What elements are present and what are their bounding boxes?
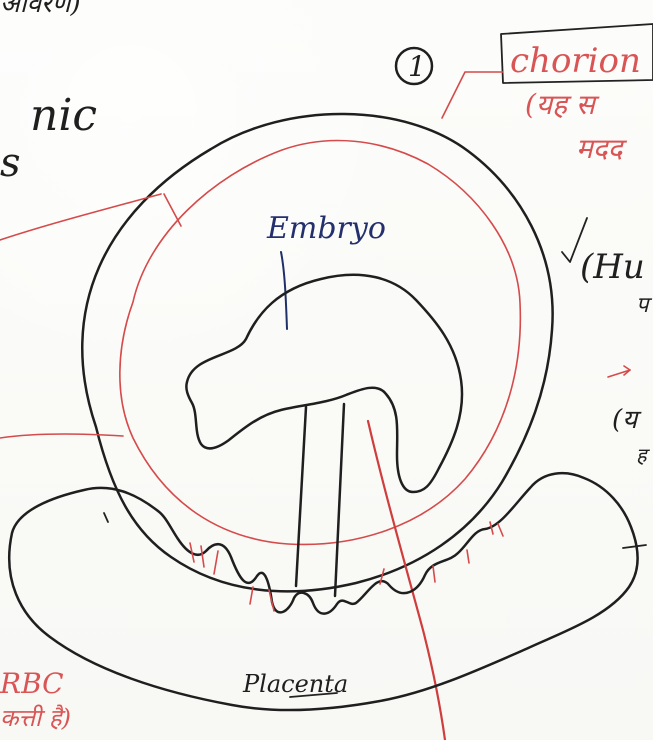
inner-amniotic-membrane xyxy=(120,141,521,545)
human-partial-label: (Hu xyxy=(580,247,645,287)
outer-chorionic-sac xyxy=(82,114,552,591)
embryo-shape xyxy=(186,275,462,492)
left-partial-word-1: nic xyxy=(30,90,97,141)
circled-number: 1 xyxy=(396,48,432,84)
hindi-red-label-2: मदद xyxy=(576,132,628,165)
bottom-left-red-note-2: कत्ती है) xyxy=(0,704,71,732)
left-partial-word-2: s xyxy=(0,140,21,186)
left-red-connector-tip xyxy=(164,194,181,226)
right-partial-red-label-2: ह xyxy=(636,443,651,467)
right-partial-red-text: (य ह xyxy=(608,366,651,467)
villus-mark-7 xyxy=(433,566,435,582)
right-partial-human-text: (Hu प xyxy=(562,218,653,318)
chorion-label-group: chorion (यह स मदद xyxy=(442,24,653,165)
top-left-partial-text: आवरण) xyxy=(0,0,81,19)
villus-mark-2 xyxy=(201,546,204,567)
villus-mark-10 xyxy=(498,524,503,536)
right-partial-red-label-1: (य xyxy=(612,405,642,435)
hindi-red-label-1: (यह स xyxy=(525,88,600,121)
left-bottom-red-line xyxy=(0,434,123,438)
umbilical-right-line xyxy=(335,404,344,596)
number-text: 1 xyxy=(408,50,426,83)
left-red-connector-line xyxy=(0,194,161,240)
chorion-pointer-line xyxy=(442,72,503,118)
human-next-partial: प xyxy=(636,293,653,318)
umbilical-left-line xyxy=(296,407,306,586)
villus-mark-3 xyxy=(214,551,218,574)
bottom-left-red-note-1: RBC xyxy=(0,667,64,700)
right-placenta-mark xyxy=(623,545,646,548)
embryo-label: Embryo xyxy=(266,211,386,246)
left-placenta-mark xyxy=(104,513,108,522)
villus-mark-8 xyxy=(467,550,469,563)
chorion-label: chorion xyxy=(510,41,641,81)
embryo-pointer-line xyxy=(281,252,287,329)
